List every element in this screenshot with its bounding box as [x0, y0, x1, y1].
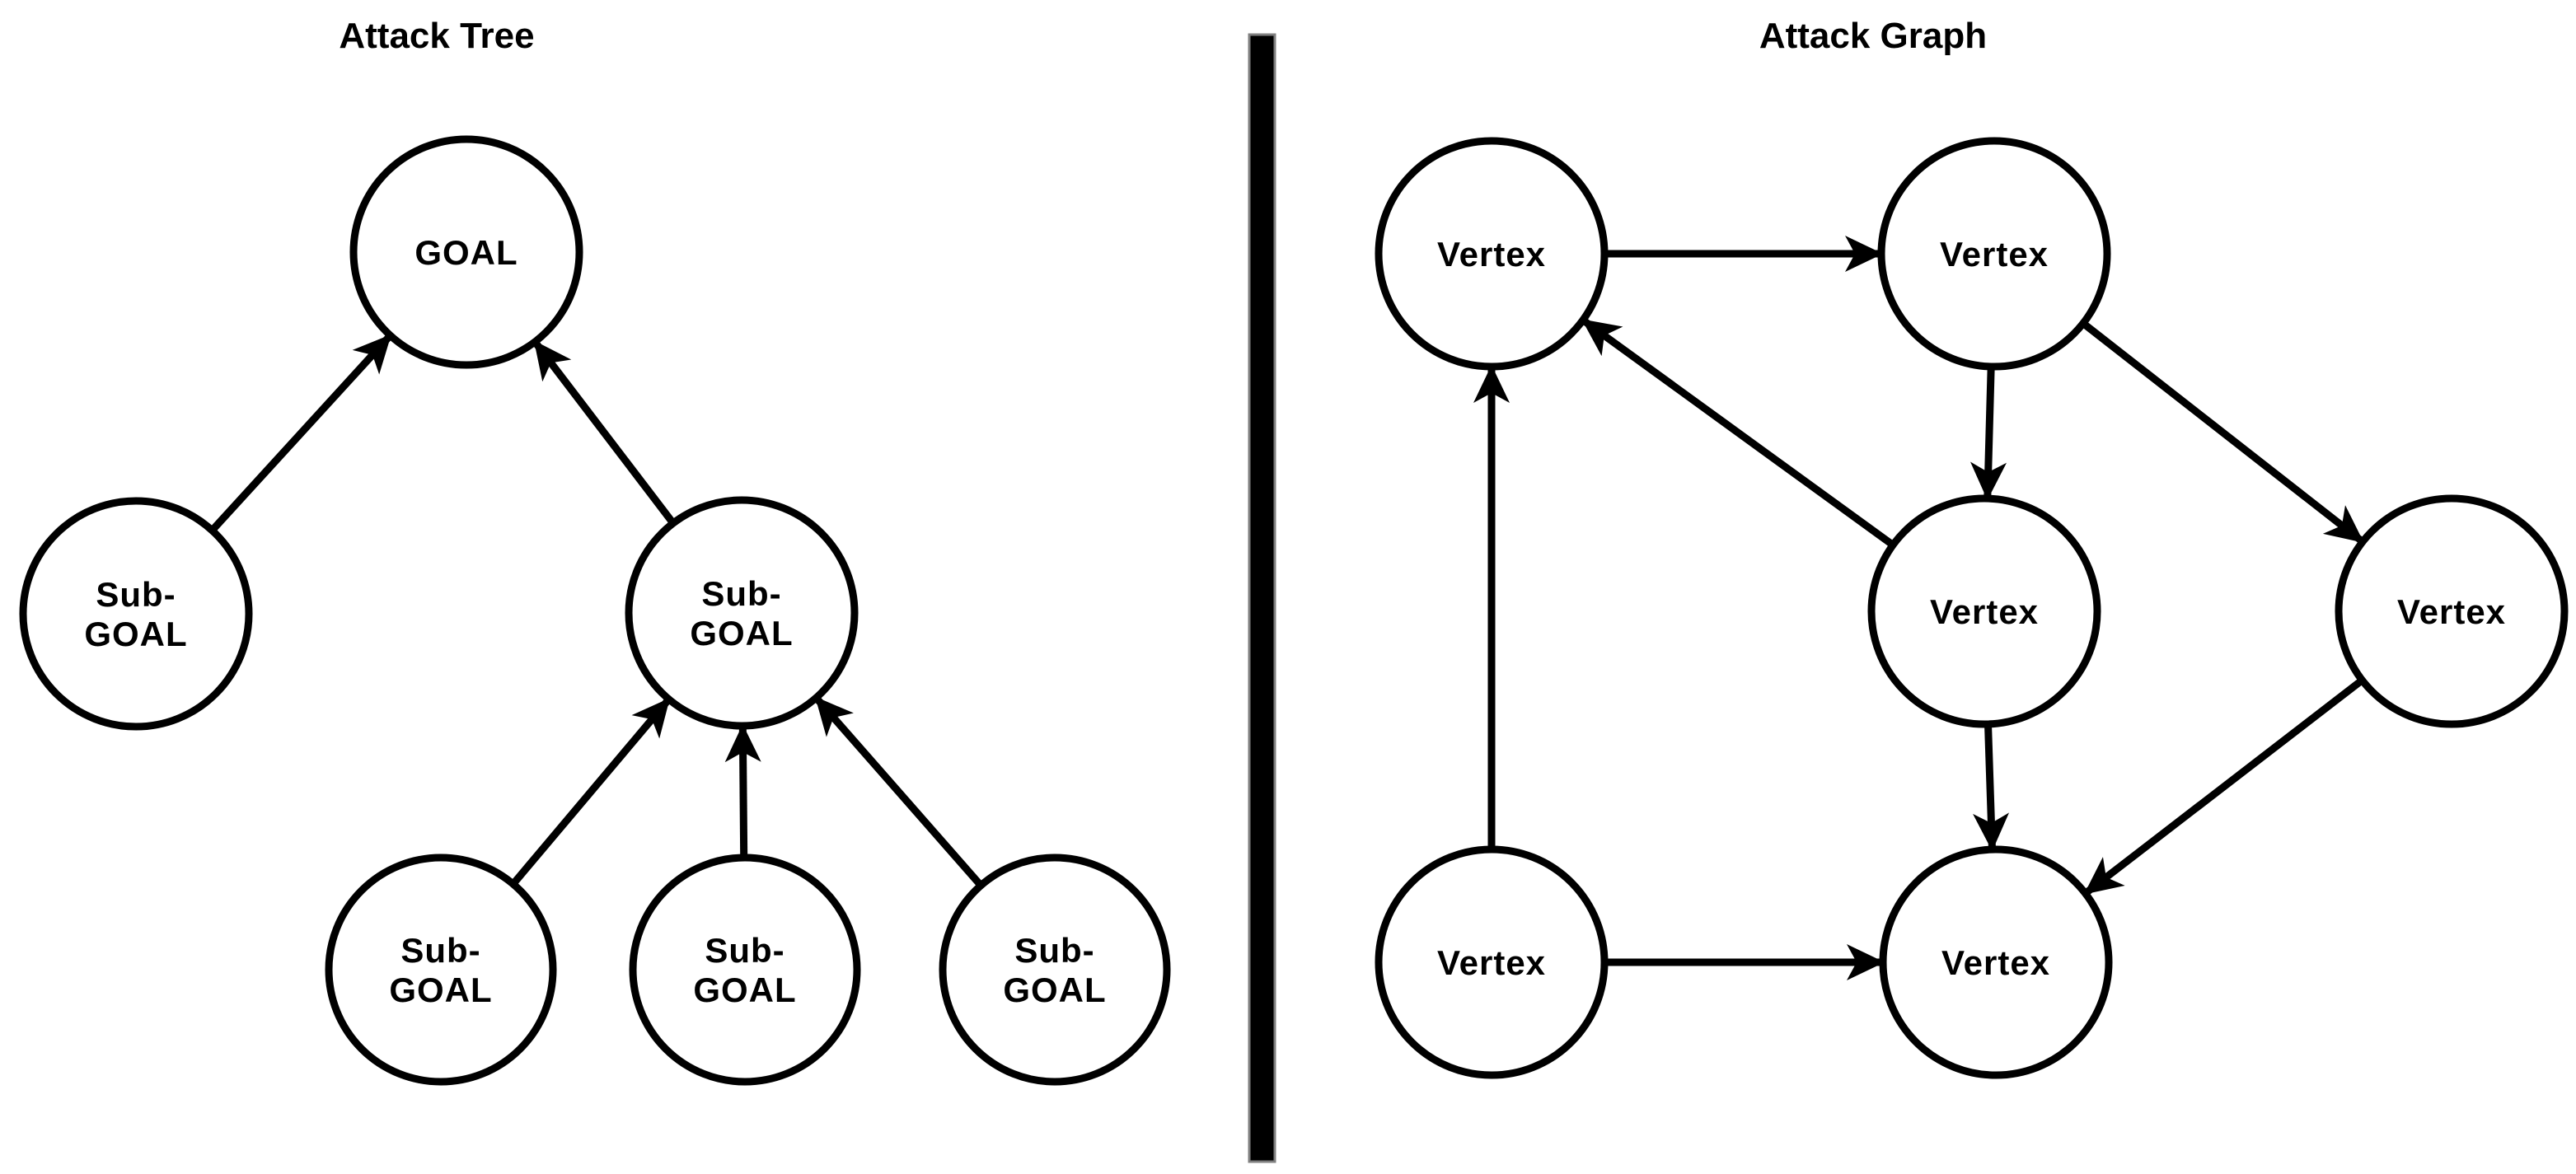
- node-vertex-bottom-center: Vertex: [1879, 845, 2113, 1079]
- edge-layer: [209, 236, 2365, 980]
- node-label-subgoal-mid: Sub-GOAL: [690, 574, 793, 652]
- edge-vertex-top-right-to-vertex-middle: [1970, 366, 2007, 501]
- node-circle-subgoal-bottom-2: [629, 854, 861, 1086]
- node-label-subgoal-bottom-1: Sub-GOAL: [389, 931, 492, 1009]
- node-circle-subgoal-bottom-3: [939, 854, 1171, 1086]
- node-label-subgoal-bottom-2: Sub-GOAL: [693, 931, 796, 1009]
- node-vertex-middle: Vertex: [1867, 494, 2101, 728]
- edge-vertex-middle-to-vertex-bottom-center: [1973, 723, 2010, 852]
- node-subgoal-bottom-3: Sub-GOAL: [939, 854, 1171, 1086]
- node-subgoal-bottom-2: Sub-GOAL: [629, 854, 861, 1086]
- node-label-vertex-bottom-center: Vertex: [1941, 943, 2050, 982]
- node-label-subgoal-left: Sub-GOAL: [84, 575, 187, 653]
- node-circle-vertex-top-right: [1877, 137, 2111, 371]
- edge-vertex-right-to-vertex-bottom-center: [2082, 677, 2365, 896]
- node-label-goal: GOAL: [415, 233, 518, 272]
- node-circle-subgoal-mid: [625, 496, 859, 730]
- node-label-vertex-middle: Vertex: [1930, 592, 2039, 631]
- node-subgoal-left: Sub-GOAL: [19, 497, 253, 731]
- edge-subgoal-bottom-3-to-subgoal-mid: [813, 695, 984, 888]
- attack-graph-title: Attack Graph: [1759, 16, 1987, 56]
- node-vertex-top-right: Vertex: [1877, 137, 2111, 371]
- node-circle-subgoal-left: [19, 497, 253, 731]
- edge-vertex-top-right-to-vertex-right: [2081, 320, 2365, 545]
- node-label-vertex-top-left: Vertex: [1437, 235, 1546, 274]
- node-circle-vertex-right: [2335, 494, 2569, 728]
- node-label-vertex-right: Vertex: [2397, 592, 2506, 631]
- edge-subgoal-bottom-2-to-subgoal-mid: [724, 724, 761, 858]
- attack-tree-title: Attack Tree: [339, 16, 534, 56]
- node-vertex-bottom-left: Vertex: [1375, 845, 1609, 1079]
- node-layer: GOAL Sub-GOAL Sub-GOAL Sub-GOAL Sub-GOAL Sub-…: [19, 135, 2569, 1086]
- node-subgoal-bottom-1: Sub-GOAL: [325, 854, 557, 1086]
- node-label-subgoal-bottom-3: Sub-GOAL: [1003, 931, 1106, 1009]
- edge-vertex-middle-to-vertex-top-left: [1581, 316, 1895, 549]
- node-circle-vertex-middle: [1867, 494, 2101, 728]
- edge-subgoal-bottom-1-to-subgoal-mid: [510, 696, 672, 886]
- node-circle-vertex-top-left: [1375, 137, 1609, 371]
- node-subgoal-mid: Sub-GOAL: [625, 496, 859, 730]
- node-circle-subgoal-bottom-1: [325, 854, 557, 1086]
- node-vertex-top-left: Vertex: [1375, 137, 1609, 371]
- node-circle-goal: [349, 135, 583, 369]
- edge-subgoal-left-to-goal: [209, 333, 393, 533]
- node-circle-vertex-bottom-center: [1879, 845, 2113, 1079]
- node-label-vertex-top-right: Vertex: [1940, 235, 2049, 274]
- node-circle-vertex-bottom-left: [1375, 845, 1609, 1079]
- edge-subgoal-mid-to-goal: [532, 339, 677, 526]
- node-vertex-right: Vertex: [2335, 494, 2569, 728]
- panel-divider: [1248, 33, 1276, 1163]
- node-label-vertex-bottom-left: Vertex: [1437, 943, 1546, 982]
- node-goal: GOAL: [349, 135, 583, 369]
